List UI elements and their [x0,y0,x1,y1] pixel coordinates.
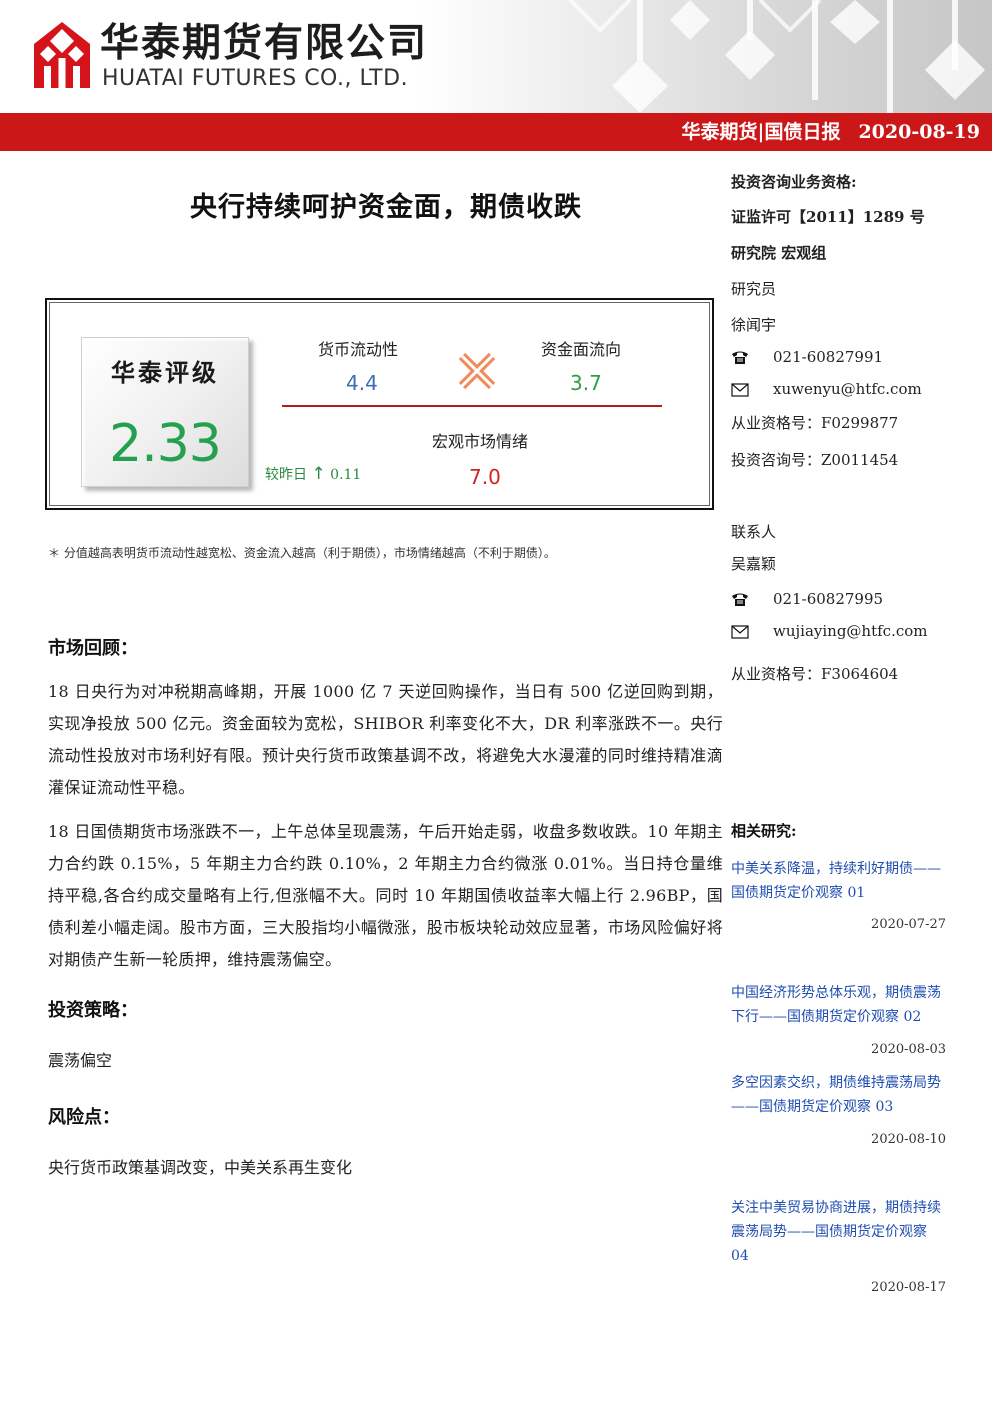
department: 研究院 宏观组 [731,244,827,262]
contact-phone: 021-60827995 [773,590,884,608]
market-review-paragraph-1: 18 日央行为对冲税期高峰期，开展 1000 亿 7 天逆回购操作，当日有 50… [48,682,723,797]
researcher-advisory-number: 投资咨询号：Z0011454 [731,451,899,469]
report-banner [0,113,992,151]
fund-flow-value: 3.7 [570,371,602,395]
risk-text: 央行货币政策基调改变，中美关系再生变化 [48,1158,353,1177]
fund-flow-label: 资金面流向 [541,340,622,359]
qualification-title: 投资咨询业务资格: [731,173,857,191]
banner-separator: | [757,121,765,143]
related-research-link[interactable]: 中国经济形势总体乐观，期债震荡下行——国债期货定价观察 02 [731,985,941,1025]
banner-date: 2020-08-19 [858,121,980,143]
macro-sentiment-label: 宏观市场情绪 [432,432,529,451]
related-research-date: 2020-07-27 [871,917,946,932]
researcher-phone: 021-60827991 [773,348,884,366]
strategy-text: 震荡偏空 [48,1051,113,1070]
contact-email[interactable]: wujiaying@htfc.com [773,622,928,640]
contact-cert-number: 从业资格号：F3064604 [731,665,899,683]
related-research-link[interactable]: 中美关系降温，持续利好期债——国债期货定价观察 01 [731,861,941,901]
rating-badge-label: 华泰评级 [111,358,219,387]
license-number: 证监许可【2011】1289 号 [731,208,925,226]
contact-label: 联系人 [731,523,777,541]
researcher-name: 徐闻宇 [731,316,777,334]
header-decoration [568,0,985,113]
score-change: 较昨日 ↑ 0.11 [265,464,361,484]
rating-panel-inner-border [49,302,710,506]
contact-name: 吴嘉颖 [731,555,777,573]
envelope-icon [731,383,749,397]
market-review-paragraph-2: 18 日国债期货市场涨跌不一，上午总体呈现震荡，午后开始走弱，收盘多数收跌。10… [48,822,723,969]
market-review-heading: 市场回顾： [48,638,138,659]
company-name-cn: 华泰期货有限公司 [100,21,429,66]
rating-score: 2.33 [109,414,222,474]
money-liquidity-value: 4.4 [346,371,378,395]
rating-panel [45,298,714,510]
company-logo [34,22,90,88]
strategy-heading: 投资策略： [48,1000,138,1021]
banner-company: 华泰期货 [681,121,758,143]
score-change-label: 较昨日 [265,467,307,483]
related-research-link[interactable]: 关注中美贸易协商进展，期债持续震荡局势——国债期货定价观察 04 [731,1200,941,1264]
header-background [0,0,992,113]
rating-divider [282,405,662,407]
researcher-email[interactable]: xuwenyu@htfc.com [773,380,922,398]
phone-icon [732,593,748,606]
rating-badge [81,337,249,487]
banner-report-name: 国债日报 [764,121,841,143]
related-research-date: 2020-08-03 [871,1042,946,1057]
related-research-heading: 相关研究: [731,822,797,840]
report-title: 央行持续呵护资金面，期债收跌 [190,192,582,223]
rating-footnote: ＊ 分值越高表明货币流动性越宽松、资金流入越高（利于期债），市场情绪越高（不利于… [48,546,556,560]
macro-sentiment-value: 7.0 [469,465,501,489]
risk-heading: 风险点： [48,1107,120,1128]
report-banner-text: 华泰期货|国债日报 2020-08-19 [682,113,981,151]
money-liquidity-label: 货币流动性 [318,340,399,359]
cross-icon [458,352,496,390]
related-research-link[interactable]: 多空因素交织，期债维持震荡局势——国债期货定价观察 03 [731,1075,941,1115]
phone-icon [732,351,748,364]
related-research-date: 2020-08-17 [871,1280,946,1295]
researcher-label: 研究员 [731,280,777,298]
related-research-date: 2020-08-10 [871,1132,946,1147]
researcher-cert-number: 从业资格号：F0299877 [731,414,899,432]
envelope-icon [731,625,749,639]
company-name-en: HUATAI FUTURES CO., LTD. [102,66,409,91]
score-change-value: 0.11 [330,467,362,483]
arrow-up-icon: ↑ [311,464,326,484]
